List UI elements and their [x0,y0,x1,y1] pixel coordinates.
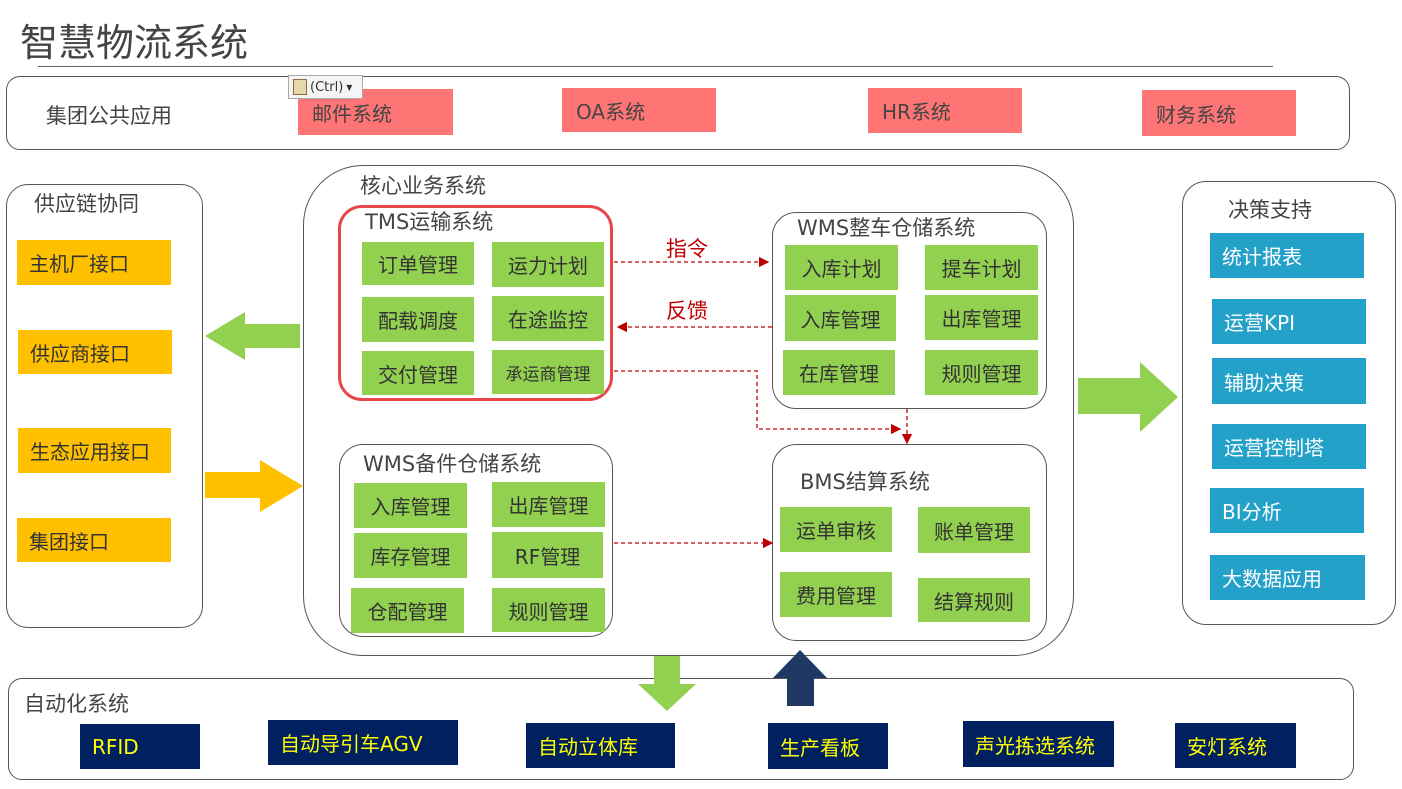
clipboard-icon [293,79,307,95]
decision-item-control-tower[interactable]: 运营控制塔 [1212,424,1366,469]
link-command-label: 指令 [666,237,708,261]
paste-options-button[interactable]: (Ctrl) ▼ [288,75,363,99]
supply-chain-item-group[interactable]: 集团接口 [17,518,171,562]
group-app-oa[interactable]: OA系统 [562,88,716,132]
title-underline [38,66,1273,67]
automation-item-rfid[interactable]: RFID [80,724,200,769]
automation-title: 自动化系统 [24,692,129,716]
automation-item-pick-to-light[interactable]: 声光拣选系统 [963,721,1114,767]
arrow-right-yellow [205,460,303,512]
wms-vehicle-item-rules[interactable]: 规则管理 [925,350,1038,395]
arrow-up-navy [773,650,827,706]
tms-item-tracking[interactable]: 在途监控 [492,296,604,341]
automation-item-andon[interactable]: 安灯系统 [1175,723,1296,768]
bms-item-cost[interactable]: 费用管理 [780,572,892,617]
tms-item-order[interactable]: 订单管理 [362,242,474,285]
wms-parts-item-inventory[interactable]: 库存管理 [354,533,467,578]
bms-item-settlement-rules[interactable]: 结算规则 [918,578,1030,622]
group-app-hr[interactable]: HR系统 [868,88,1022,133]
decision-title: 决策支持 [1228,198,1312,222]
wms-parts-item-rf[interactable]: RF管理 [492,532,603,578]
bms-item-waybill-audit[interactable]: 运单审核 [780,507,892,552]
wms-parts-title: WMS备件仓储系统 [363,452,542,476]
decision-item-kpi[interactable]: 运营KPI [1212,299,1366,344]
wms-vehicle-item-pickup-plan[interactable]: 提车计划 [925,245,1038,290]
tms-item-dispatch[interactable]: 配载调度 [362,297,474,342]
arrow-right-green [1078,362,1178,432]
arrow-left-green [205,312,300,360]
wms-vehicle-item-inbound-plan[interactable]: 入库计划 [785,245,898,290]
chevron-down-icon: ▼ [346,82,353,92]
tms-item-capacity[interactable]: 运力计划 [492,242,604,287]
wms-vehicle-item-outbound[interactable]: 出库管理 [925,295,1038,340]
tms-item-delivery[interactable]: 交付管理 [362,351,474,395]
decision-item-reports[interactable]: 统计报表 [1210,233,1364,278]
supply-chain-item-supplier[interactable]: 供应商接口 [18,330,172,374]
decision-item-assist[interactable]: 辅助决策 [1212,358,1366,404]
core-title: 核心业务系统 [360,174,486,198]
decision-item-bigdata[interactable]: 大数据应用 [1210,555,1365,600]
wms-parts-item-inbound[interactable]: 入库管理 [354,483,467,528]
wms-parts-item-rules[interactable]: 规则管理 [492,588,605,632]
group-app-mail[interactable]: 邮件系统 [298,89,453,135]
supply-chain-item-eco[interactable]: 生态应用接口 [18,428,171,473]
wms-vehicle-item-stock[interactable]: 在库管理 [783,350,895,395]
bms-title: BMS结算系统 [800,470,930,494]
arrow-down-green [638,656,696,711]
link-tms-to-bms [614,370,902,435]
paste-options-label: (Ctrl) [310,79,344,95]
tms-title: TMS运输系统 [365,210,494,234]
wms-parts-item-outbound[interactable]: 出库管理 [492,482,605,527]
wms-vehicle-item-inbound[interactable]: 入库管理 [785,295,896,341]
bms-item-bill[interactable]: 账单管理 [918,507,1030,553]
wms-parts-item-distribution[interactable]: 仓配管理 [351,588,464,633]
supply-chain-item-oem[interactable]: 主机厂接口 [17,240,171,285]
automation-item-kanban[interactable]: 生产看板 [768,723,888,769]
group-apps-title: 集团公共应用 [46,104,172,128]
tms-item-carrier[interactable]: 承运商管理 [492,350,604,394]
page-title: 智慧物流系统 [20,21,249,65]
group-app-finance[interactable]: 财务系统 [1142,90,1296,136]
decision-item-bi[interactable]: BI分析 [1210,488,1364,533]
supply-chain-title: 供应链协同 [34,192,139,216]
link-feedback-label: 反馈 [666,299,708,323]
wms-vehicle-title: WMS整车仓储系统 [797,216,976,240]
automation-item-agv[interactable]: 自动导引车AGV [268,720,458,765]
automation-item-asrs[interactable]: 自动立体库 [526,723,675,768]
